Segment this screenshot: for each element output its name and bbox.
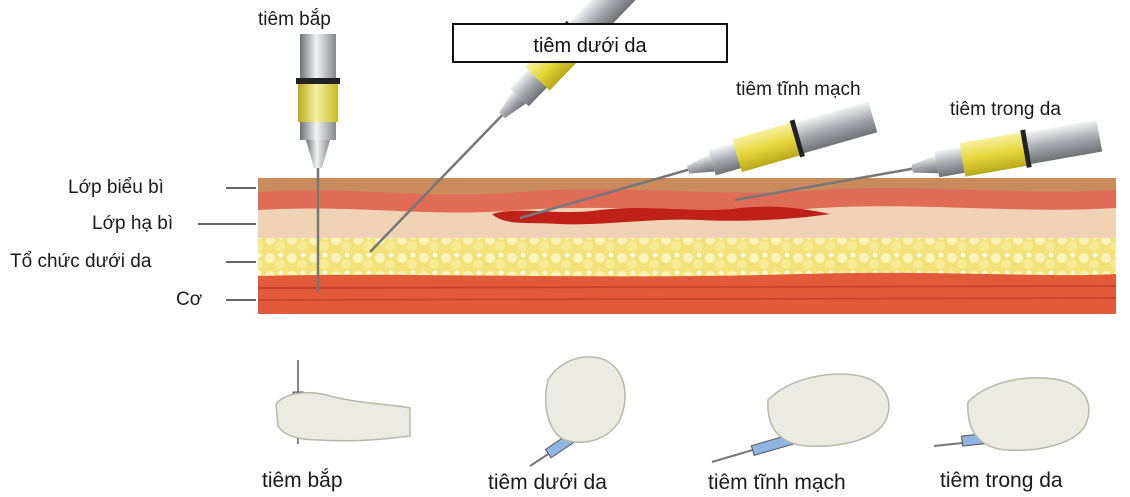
label-box-subcutaneous: tiêm dưới da	[452, 23, 728, 63]
label-dermis: Lớp hạ bì	[92, 214, 173, 233]
label-muscle: Cơ	[176, 290, 202, 309]
gloved-hand-icon	[934, 378, 1089, 450]
label-subcutaneous-bottom: tiêm dưới da	[488, 472, 607, 493]
label-epidermis: Lớp biểu bì	[68, 178, 164, 197]
gloved-hand-icon	[530, 357, 625, 466]
subcutaneous-fat	[258, 238, 1116, 278]
label-intravenous-top: tiêm tĩnh mạch	[736, 80, 861, 99]
label-subcutaneous-tissue: Tổ chức dưới da	[10, 252, 151, 271]
muscle-layer	[258, 273, 1116, 314]
label-intramuscular-bottom: tiêm bắp	[262, 470, 343, 491]
label-intramuscular-top: tiêm bắp	[258, 10, 331, 29]
layer-leaders	[198, 188, 256, 300]
gloved-hand-icon	[276, 360, 410, 444]
gloved-hand-icon	[712, 374, 889, 462]
label-intradermal-top: tiêm trong da	[950, 100, 1061, 119]
label-intradermal-bottom: tiêm trong da	[940, 470, 1063, 491]
label-intravenous-bottom: tiêm tĩnh mạch	[708, 472, 846, 493]
label-subcutaneous-top: tiêm dưới da	[454, 35, 726, 58]
skin-layers	[258, 178, 1116, 314]
